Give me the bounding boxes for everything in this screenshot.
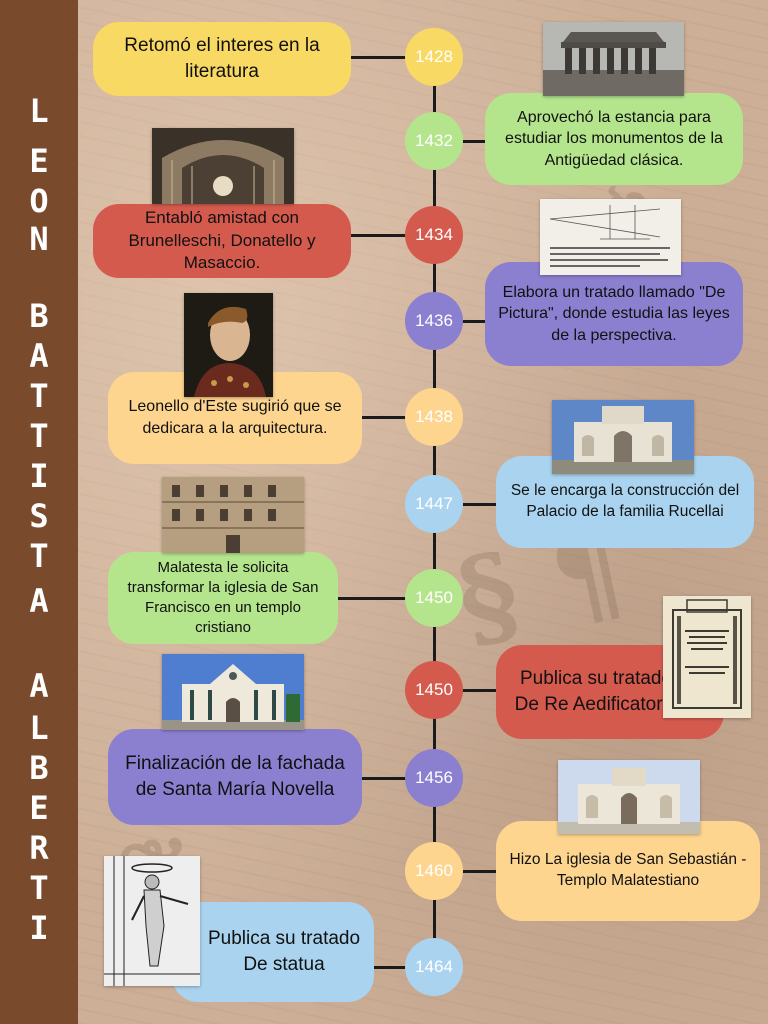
year-label: 1450 xyxy=(415,588,453,607)
event-text: Publica su tratado De Re Aedificatoria xyxy=(514,668,678,715)
event-card-1450-malatesta: Malatesta le solicita transformar la igl… xyxy=(108,552,338,644)
timeline-connector xyxy=(350,234,406,237)
year-node: 1447 xyxy=(405,475,463,533)
event-text: Retomó el interes en la literatura xyxy=(124,35,320,82)
year-node: 1438 xyxy=(405,388,463,446)
timeline-connector xyxy=(462,689,498,692)
year-label: 1436 xyxy=(415,311,453,330)
event-card-1464: Publica su tratado De statua xyxy=(172,902,374,1002)
year-label: 1456 xyxy=(415,768,453,787)
santa-maria-novella-photo xyxy=(162,654,304,730)
year-label: 1447 xyxy=(415,494,453,513)
event-text: Finalización de la fachada de Santa Marí… xyxy=(125,753,345,800)
event-text: Malatesta le solicita transformar la igl… xyxy=(127,558,319,637)
year-label: 1450 xyxy=(415,680,453,699)
title-letter: L xyxy=(29,709,49,747)
event-text: Publica su tratado De statua xyxy=(207,928,361,975)
statue-engraving xyxy=(104,856,200,986)
perspective-manuscript-sketch xyxy=(540,199,681,275)
timeline-connector xyxy=(462,503,498,506)
event-card-1460: Hizo La iglesia de San Sebastián - Templ… xyxy=(496,821,760,921)
title-letter: E xyxy=(29,789,49,827)
event-card-1428: Retomó el interes en la literatura xyxy=(93,22,351,96)
title-letter: T xyxy=(29,869,49,907)
timeline-connector xyxy=(374,966,406,969)
title-letter: T xyxy=(29,537,49,575)
year-label: 1464 xyxy=(415,957,453,976)
title-letter: R xyxy=(29,829,49,867)
year-node: 1450 xyxy=(405,569,463,627)
title-letter: T xyxy=(29,417,49,455)
year-node: 1450 xyxy=(405,661,463,719)
year-label: 1434 xyxy=(415,225,453,244)
timeline-connector xyxy=(338,597,406,600)
tempio-malatestiano-photo xyxy=(558,760,700,834)
event-card-1434: Entabló amistad con Brunelleschi, Donate… xyxy=(93,204,351,278)
title-letter: A xyxy=(29,337,49,375)
timeline-connector xyxy=(362,416,406,419)
event-text: Se le encarga la construcción del Palaci… xyxy=(510,482,740,520)
title-letter: B xyxy=(29,297,49,335)
de-re-aedificatoria-title-page xyxy=(663,596,751,718)
year-node: 1460 xyxy=(405,842,463,900)
title-letter: L xyxy=(29,92,49,130)
title-letter: B xyxy=(29,749,49,787)
timeline-connector xyxy=(462,870,498,873)
title-letter: T xyxy=(29,377,49,415)
event-card-1436: Elabora un tratado llamado "De Pictura",… xyxy=(485,262,743,366)
event-text: Hizo La iglesia de San Sebastián - Templ… xyxy=(509,851,747,889)
year-label: 1432 xyxy=(415,131,453,150)
year-label: 1438 xyxy=(415,407,453,426)
event-text: Elabora un tratado llamado "De Pictura",… xyxy=(498,283,730,344)
year-label: 1428 xyxy=(415,47,453,66)
timeline-connector xyxy=(350,56,406,59)
year-node: 1434 xyxy=(405,206,463,264)
title-letter: S xyxy=(29,497,49,535)
basilica-interior-photo xyxy=(152,128,294,204)
palazzo-rucellai-photo xyxy=(162,477,304,553)
timeline-connector xyxy=(462,140,492,143)
year-node: 1436 xyxy=(405,292,463,350)
title-letter: A xyxy=(29,667,49,705)
event-text: Aprovechó la estancia para estudiar los … xyxy=(505,108,723,169)
timeline-connector xyxy=(462,320,492,323)
event-card-1438: Leonello d'Este sugirió que se dedicara … xyxy=(108,372,362,464)
title-letter: I xyxy=(29,457,49,495)
year-label: 1460 xyxy=(415,861,453,880)
title-sidebar: L E O N B A T T I S T A A L B E R T I xyxy=(0,0,78,1024)
leonello-portrait xyxy=(184,293,273,397)
title-letter: E xyxy=(29,142,49,180)
greek-temple-photo xyxy=(543,22,684,96)
event-card-1456: Finalización de la fachada de Santa Marí… xyxy=(108,729,362,825)
event-text: Leonello d'Este sugirió que se dedicara … xyxy=(128,398,342,437)
event-card-1432: Aprovechó la estancia para estudiar los … xyxy=(485,93,743,185)
title-letter: A xyxy=(29,582,49,620)
tempio-facade-photo xyxy=(552,400,694,474)
year-node: 1456 xyxy=(405,749,463,807)
year-node: 1464 xyxy=(405,938,463,996)
timeline-connector xyxy=(362,777,406,780)
year-node: 1428 xyxy=(405,28,463,86)
title-letter: N xyxy=(29,220,49,258)
title-letter: O xyxy=(29,182,49,220)
event-text: Entabló amistad con Brunelleschi, Donate… xyxy=(128,207,316,273)
year-node: 1432 xyxy=(405,112,463,170)
title-letter: I xyxy=(29,909,49,947)
